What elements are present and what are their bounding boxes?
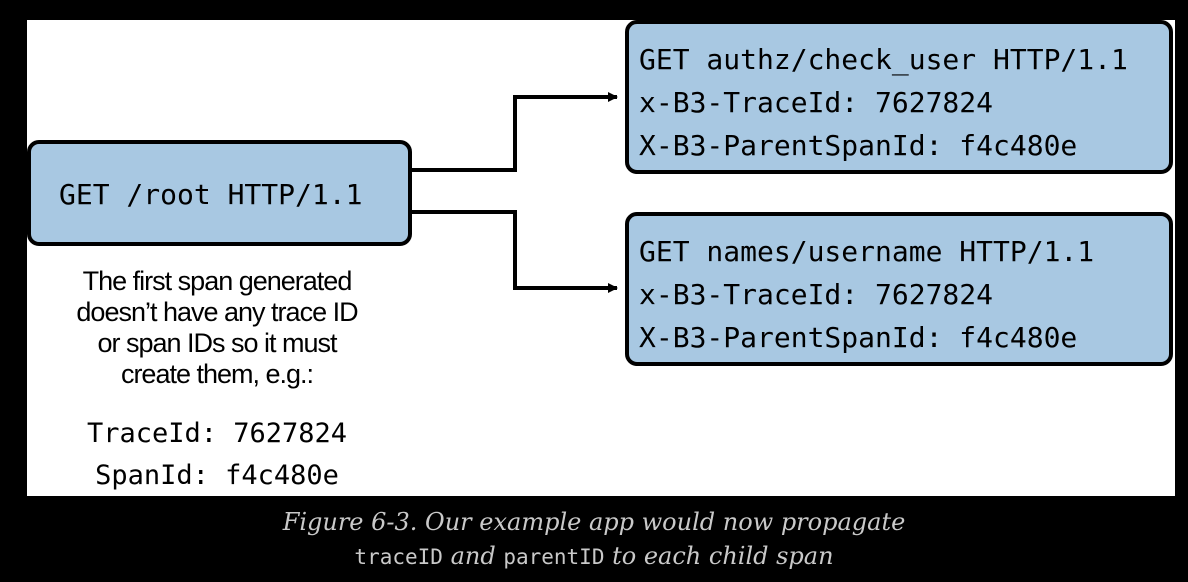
names-parent-span-id: X-B3-ParentSpanId: f4c480e: [639, 321, 1078, 354]
note-line: create them, e.g.:: [120, 359, 314, 389]
authz-trace-id: x-B3-TraceId: 7627824: [639, 86, 994, 119]
caption-and: and: [442, 542, 504, 570]
caption-code-parentid: parentID: [503, 545, 605, 569]
note-line: The first span generated: [82, 266, 353, 296]
authz-request-line: GET authz/check_user HTTP/1.1: [639, 43, 1128, 76]
arrow-to-authz: [412, 92, 618, 172]
names-request-line: GET names/username HTTP/1.1: [639, 235, 1095, 268]
note-span-id: SpanId: f4c480e: [95, 460, 339, 491]
names-trace-id: x-B3-TraceId: 7627824: [639, 278, 994, 311]
note-trace-id: TraceId: 7627824: [86, 418, 348, 449]
note-line: or span IDs so it must: [97, 328, 337, 358]
caption-tail: to each child span: [604, 542, 834, 570]
caption-code-traceid: traceID: [354, 545, 443, 569]
authz-parent-span-id: X-B3-ParentSpanId: f4c480e: [639, 129, 1078, 162]
root-request-text: GET /root HTTP/1.1: [59, 178, 363, 211]
figure-caption-line1: Figure 6-3. Our example app would now pr…: [282, 508, 906, 536]
figure-caption-line2: traceID and parentID to each child span: [0, 542, 1188, 570]
diagram-canvas: GET /root HTTP/1.1 GET authz/check_user …: [27, 20, 1175, 496]
connector-arrows: [412, 92, 618, 293]
arrow-to-names: [412, 210, 618, 293]
root-request-box: GET /root HTTP/1.1: [27, 140, 412, 246]
authz-request-box: GET authz/check_user HTTP/1.1 x-B3-Trace…: [625, 20, 1173, 174]
note-line: doesn’t have any trace ID: [76, 297, 358, 327]
first-span-note: The first span generated doesn’t have an…: [37, 266, 397, 390]
names-request-box: GET names/username HTTP/1.1 x-B3-TraceId…: [625, 212, 1173, 366]
